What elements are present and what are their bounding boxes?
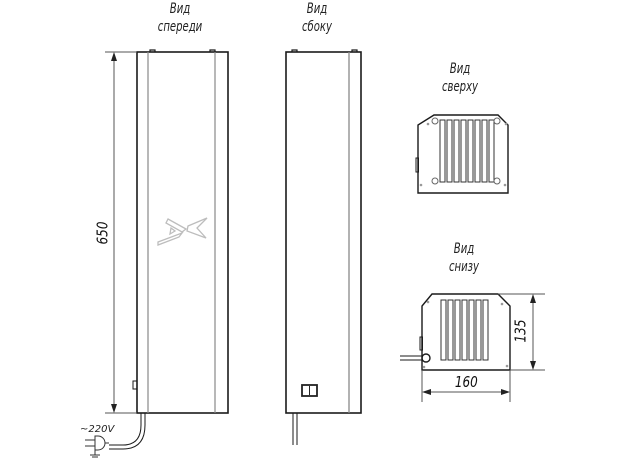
top-view-label-line2: сверху bbox=[441, 79, 478, 95]
width-dimension-value: 160 bbox=[454, 373, 478, 391]
switch-icon bbox=[301, 384, 318, 397]
top-view bbox=[415, 114, 509, 194]
side-view-label: Вид сбоку bbox=[293, 0, 341, 36]
bottom-view-label-line2: снизу bbox=[449, 259, 479, 275]
side-view-label-line2: сбоку bbox=[302, 19, 332, 35]
bottom-view-label-line1: Вид bbox=[453, 241, 475, 257]
bottom-view-label: Вид снизу bbox=[440, 240, 488, 276]
bottom-view bbox=[400, 293, 511, 371]
front-view-label-line1: Вид bbox=[169, 1, 191, 17]
front-view-label: Вид спереди bbox=[156, 0, 204, 36]
ground-icon bbox=[90, 452, 100, 458]
side-view-label-line1: Вид bbox=[306, 1, 328, 17]
front-view bbox=[109, 49, 229, 450]
depth-dimension-value: 135 bbox=[511, 319, 530, 343]
width-dimension bbox=[421, 370, 511, 402]
power-plug-icon bbox=[85, 435, 109, 452]
voltage-label: ~220V bbox=[80, 424, 115, 435]
height-dimension-value: 650 bbox=[93, 221, 112, 245]
front-view-label-line2: спереди bbox=[157, 19, 203, 35]
logo-x-icon bbox=[157, 217, 208, 246]
top-view-label: Вид сверху bbox=[436, 60, 484, 96]
depth-dimension bbox=[498, 293, 545, 371]
height-dimension bbox=[105, 51, 137, 414]
top-view-label-line1: Вид bbox=[449, 61, 471, 77]
side-view bbox=[285, 49, 362, 445]
